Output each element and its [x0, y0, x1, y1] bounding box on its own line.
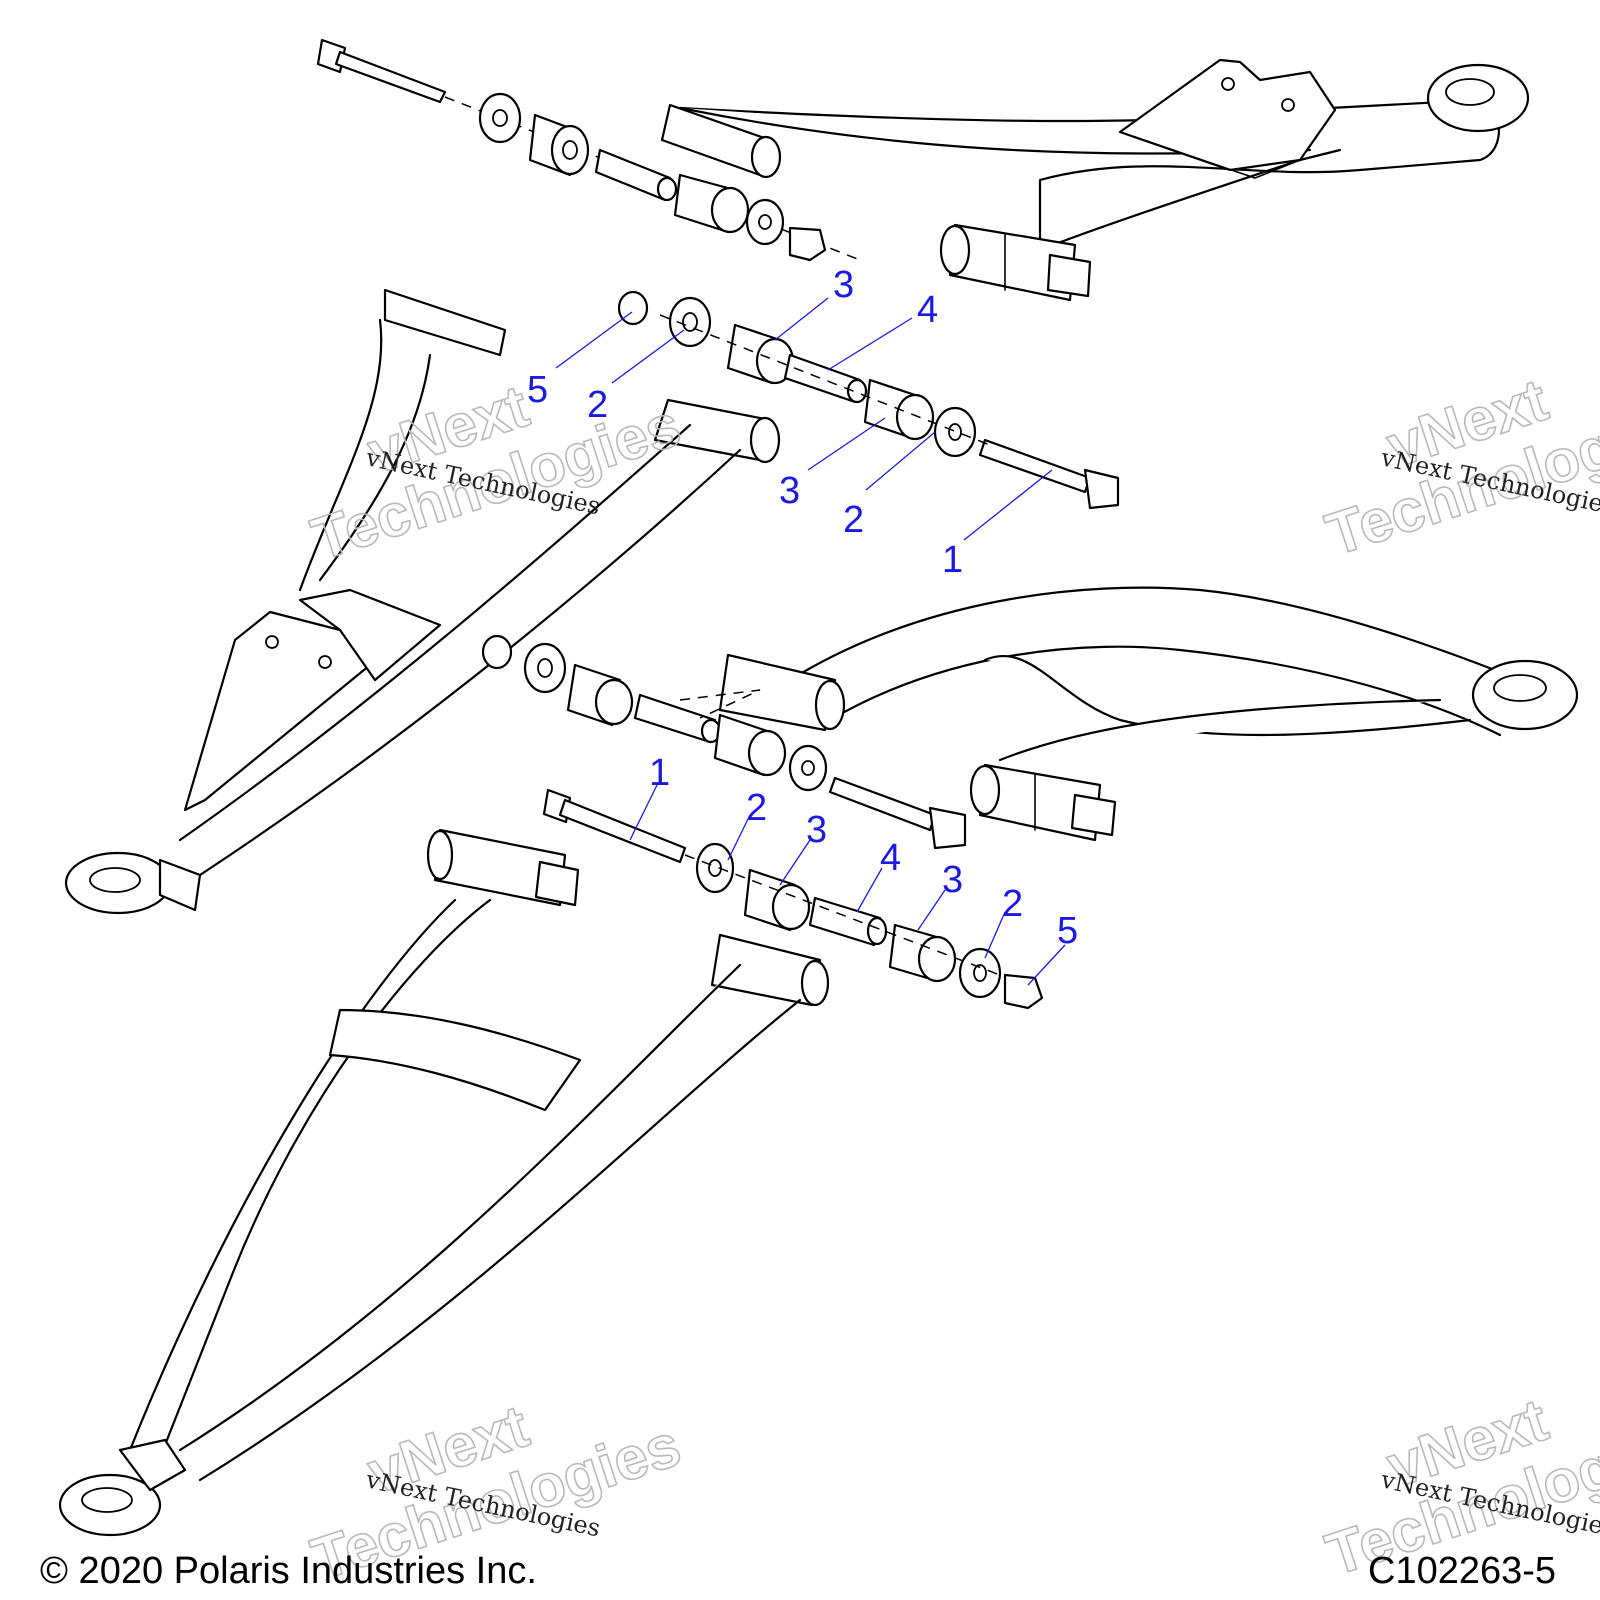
top-hardware-row — [316, 38, 861, 262]
callout-lower-3: 3 — [806, 809, 827, 851]
callout-lower-2b: 2 — [1002, 883, 1023, 925]
bottom-hardware-row — [542, 788, 1044, 1010]
lower-control-arm-right — [718, 586, 1579, 842]
callout-lower-1: 1 — [649, 752, 670, 794]
callout-upper-3: 3 — [833, 264, 854, 306]
lower-control-arm-bottom — [58, 828, 830, 1537]
callout-lower-4: 4 — [880, 837, 901, 879]
callout-upper-5: 5 — [527, 369, 548, 411]
callout-upper-2b: 2 — [843, 499, 864, 541]
lower-control-arm-left — [64, 288, 781, 915]
callout-numbers: 5 2 3 4 3 2 1 1 2 3 4 3 2 5 — [527, 264, 1078, 952]
watermark-top-right: vNext Technologies — [1317, 365, 1600, 569]
copyright-notice: © 2020 Polaris Industries Inc. — [40, 1550, 537, 1592]
callout-lower-2: 2 — [746, 787, 767, 829]
callout-lower-5: 5 — [1057, 910, 1078, 952]
callout-upper-3b: 3 — [779, 470, 800, 512]
middle-hardware-row — [481, 634, 967, 850]
drawing-number: C102263-5 — [1368, 1550, 1557, 1592]
callout-upper-4: 4 — [917, 289, 938, 331]
callout-lower-3b: 3 — [942, 859, 963, 901]
callout-leaders — [555, 297, 1066, 986]
upper-control-arm-top — [660, 58, 1530, 302]
upper-labeled-hardware-row — [617, 290, 1120, 510]
callout-upper-2: 2 — [587, 384, 608, 426]
callout-upper-1: 1 — [942, 539, 963, 581]
